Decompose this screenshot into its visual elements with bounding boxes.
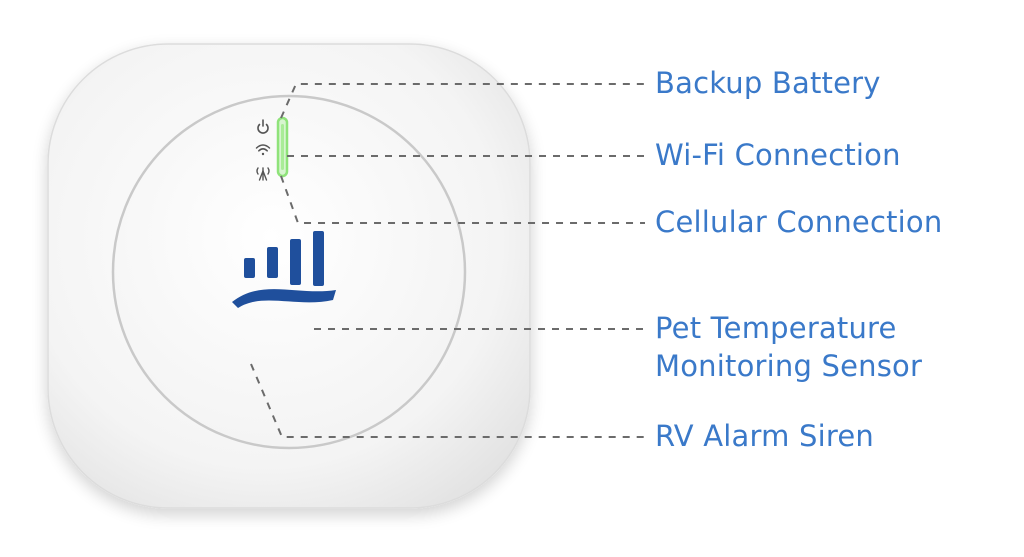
callout-pet-temperature-sensor: Pet Temperature Monitoring Sensor	[655, 309, 922, 385]
power-icon	[257, 119, 269, 134]
leader-cellular-connection	[280, 175, 645, 224]
callout-cellular-connection: Cellular Connection	[655, 205, 943, 239]
leader-backup-battery	[280, 83, 645, 119]
callout-backup-battery: Backup Battery	[655, 66, 881, 100]
callout-pet-temperature-line-1: Pet Temperature	[655, 311, 897, 345]
callout-pet-temperature-line-2: Monitoring Sensor	[655, 349, 923, 383]
callout-wifi-connection: Wi-Fi Connection	[655, 138, 901, 172]
status-led-strip	[276, 116, 289, 178]
cellular-antenna-icon	[256, 167, 270, 181]
brand-bars-wave-logo	[232, 231, 336, 308]
callout-rv-alarm-siren: RV Alarm Siren	[655, 419, 874, 453]
leader-lines	[250, 83, 645, 438]
device-face-ring	[111, 94, 467, 450]
wifi-icon	[255, 144, 271, 156]
